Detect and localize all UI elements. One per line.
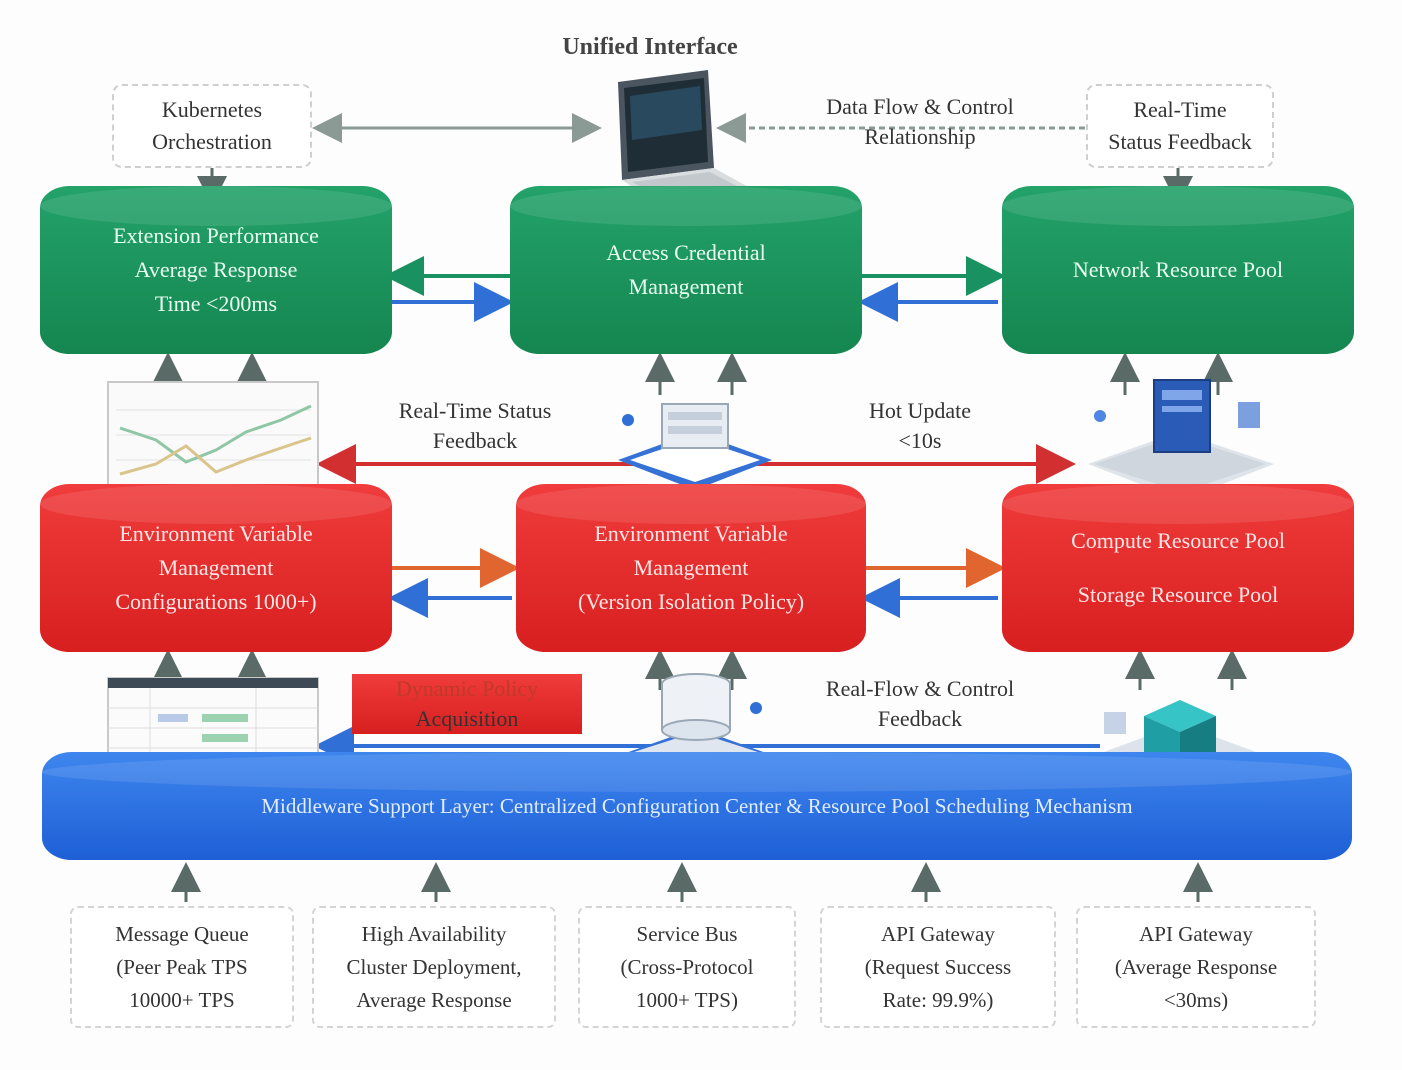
box-line: (Average Response <box>1114 955 1278 979</box>
middleware-support-layer: Middleware Support Layer: Centralized Co… <box>42 752 1352 860</box>
high-availability-box: High Availability Cluster Deployment, Av… <box>312 906 556 1028</box>
dynamic-policy-note: Dynamic Policy Acquisition <box>352 674 582 734</box>
box-line: High Availability <box>361 922 507 946</box>
service-bus-box: Service Bus (Cross-Protocol 1000+ TPS) <box>578 906 796 1028</box>
compute-storage-pool-node: Compute Resource Pool Storage Resource P… <box>1002 484 1354 652</box>
api-gateway-success-box: API Gateway (Request Success Rate: 99.9%… <box>820 906 1056 1028</box>
box-line: API Gateway <box>1139 922 1253 946</box>
note-line: Real-Time Status <box>398 398 552 423</box>
node-line: Storage Resource Pool <box>1077 582 1279 607</box>
node-line: Average Response <box>134 257 298 282</box>
status-feedback-box: Real-Time Status Feedback <box>1086 84 1274 168</box>
node-line: Management <box>633 555 749 580</box>
diagram-title: Unified Interface <box>562 34 738 60</box>
note-line: Hot Update <box>868 398 972 423</box>
note-line: Relationship <box>864 124 976 149</box>
node-line: Configurations 1000+) <box>115 589 317 614</box>
box-line: Cluster Deployment, <box>346 955 522 979</box>
note-line: Data Flow & Control <box>826 94 1014 119</box>
box-line: (Peer Peak TPS <box>116 955 248 979</box>
note-line: <10s <box>898 428 942 453</box>
node-line: Extension Performance <box>113 223 319 248</box>
line-chart-icon <box>107 381 319 501</box>
box-line: Service Bus <box>636 922 738 946</box>
box-line: Average Response <box>356 988 512 1012</box>
node-line: Network Resource Pool <box>1072 257 1284 282</box>
message-queue-box: Message Queue (Peer Peak TPS 10000+ TPS <box>70 906 294 1028</box>
box-line: Real-Time <box>1133 97 1227 122</box>
node-line: Access Credential <box>606 240 766 265</box>
env-variable-version-node: Environment Variable Management (Version… <box>516 484 866 652</box>
support-layer-label: Middleware Support Layer: Centralized Co… <box>261 794 1133 818</box>
note-line: Feedback <box>432 428 518 453</box>
box-line: 1000+ TPS) <box>636 988 738 1012</box>
node-line: Time <200ms <box>154 291 278 316</box>
node-line: Management <box>628 274 744 299</box>
note-line: Real-Flow & Control <box>825 676 1015 701</box>
real-flow-note: Real-Flow & Control Feedback <box>780 674 1060 734</box>
box-line: Kubernetes <box>161 97 263 122</box>
note-line: Dynamic Policy <box>395 676 539 701</box>
box-line: Message Queue <box>115 922 249 946</box>
network-resource-pool-node: Network Resource Pool <box>1002 186 1354 354</box>
node-line: (Version Isolation Policy) <box>577 589 805 614</box>
kubernetes-orchestration-box: Kubernetes Orchestration <box>112 84 312 168</box>
node-line: Environment Variable <box>594 521 788 546</box>
box-line: 10000+ TPS <box>129 988 235 1012</box>
box-line: Orchestration <box>152 129 272 154</box>
box-line: API Gateway <box>881 922 995 946</box>
monitor-device-icon <box>1088 379 1274 500</box>
note-line: Feedback <box>877 706 963 731</box>
box-line: (Request Success <box>864 955 1012 979</box>
server-stack-icon <box>618 403 772 490</box>
env-variable-config-node: Environment Variable Management Configur… <box>40 484 392 652</box>
data-flow-note: Data Flow & Control Relationship <box>770 92 1070 152</box>
node-line: Environment Variable <box>119 521 313 546</box>
box-line: Status Feedback <box>1108 129 1252 154</box>
extension-performance-node: Extension Performance Average Response T… <box>40 186 392 354</box>
box-line: (Cross-Protocol <box>620 955 754 979</box>
realtime-status-note: Real-Time Status Feedback <box>350 396 600 456</box>
hot-update-note: Hot Update <10s <box>800 396 1040 456</box>
box-line: Rate: 99.9%) <box>882 988 994 1012</box>
box-line: <30ms) <box>1163 988 1229 1012</box>
node-line: Management <box>158 555 274 580</box>
note-line: Acquisition <box>415 706 519 731</box>
api-gateway-response-box: API Gateway (Average Response <30ms) <box>1076 906 1316 1028</box>
access-credential-node: Access Credential Management <box>510 186 862 354</box>
node-line: Compute Resource Pool <box>1071 528 1285 553</box>
